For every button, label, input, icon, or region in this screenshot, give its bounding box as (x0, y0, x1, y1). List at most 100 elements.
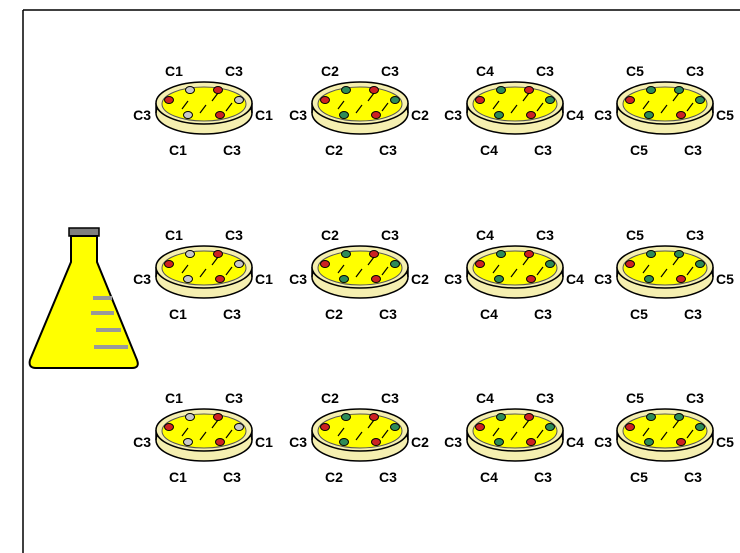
label-bottom-left: C5 (630, 306, 648, 322)
label-right: C1 (255, 107, 273, 123)
colony-spot (372, 112, 381, 119)
agar-surface (318, 414, 402, 448)
label-bottom-right: C3 (379, 469, 397, 485)
label-bottom-left: C2 (325, 469, 343, 485)
colony-spot (675, 87, 684, 94)
label-bottom-left: C4 (480, 306, 498, 322)
colony-spot (476, 261, 485, 268)
colony-spot (340, 439, 349, 446)
label-top-right: C3 (536, 63, 554, 79)
colony-spot (165, 97, 174, 104)
colony-spot (370, 414, 379, 421)
label-bottom-right: C3 (684, 306, 702, 322)
colony-spot (372, 276, 381, 283)
label-top-left: C5 (626, 227, 644, 243)
erlenmeyer-flask-icon (30, 228, 138, 368)
label-top-right: C3 (381, 227, 399, 243)
colony-spot (647, 414, 656, 421)
agar-surface (162, 87, 246, 121)
label-top-left: C1 (165, 227, 183, 243)
label-right: C2 (411, 107, 429, 123)
colony-spot (527, 439, 536, 446)
label-left: C3 (444, 434, 462, 450)
colony-spot (626, 424, 635, 431)
agar-surface (473, 87, 557, 121)
colony-spot (214, 251, 223, 258)
colony-spot (342, 414, 351, 421)
colony-spot (165, 424, 174, 431)
colony-spot (525, 251, 534, 258)
label-top-left: C5 (626, 63, 644, 79)
label-bottom-right: C3 (223, 142, 241, 158)
label-top-right: C3 (381, 63, 399, 79)
label-top-left: C2 (321, 390, 339, 406)
label-top-left: C2 (321, 227, 339, 243)
colony-spot (214, 414, 223, 421)
label-top-left: C1 (165, 390, 183, 406)
label-top-right: C3 (381, 390, 399, 406)
colony-spot (216, 112, 225, 119)
agar-surface (623, 87, 707, 121)
colony-spot (645, 112, 654, 119)
label-bottom-right: C3 (379, 306, 397, 322)
label-left: C3 (289, 107, 307, 123)
colony-spot (677, 439, 686, 446)
colony-spot (495, 276, 504, 283)
colony-spot (372, 439, 381, 446)
label-left: C3 (133, 434, 151, 450)
label-bottom-left: C5 (630, 469, 648, 485)
colony-spot (696, 424, 705, 431)
colony-spot (165, 261, 174, 268)
label-bottom-left: C1 (169, 306, 187, 322)
petri-dish-icon: C4C3C3C4C4C3 (444, 63, 584, 158)
agar-surface (162, 414, 246, 448)
label-bottom-left: C2 (325, 306, 343, 322)
colony-spot (546, 424, 555, 431)
colony-spot (525, 414, 534, 421)
label-top-right: C3 (686, 63, 704, 79)
colony-spot (186, 251, 195, 258)
colony-spot (235, 424, 244, 431)
label-left: C3 (289, 271, 307, 287)
colony-spot (391, 261, 400, 268)
label-top-right: C3 (686, 390, 704, 406)
colony-spot (391, 97, 400, 104)
colony-spot (342, 251, 351, 258)
petri-dish-icon: C5C3C3C5C5C3 (594, 390, 734, 485)
colony-spot (214, 87, 223, 94)
petri-dish-icon: C2C3C3C2C2C3 (289, 390, 429, 485)
agar-surface (473, 251, 557, 285)
colony-spot (497, 251, 506, 258)
label-right: C5 (716, 271, 734, 287)
colony-spot (235, 261, 244, 268)
label-left: C3 (444, 271, 462, 287)
agar-surface (473, 414, 557, 448)
label-top-right: C3 (225, 390, 243, 406)
colony-spot (497, 414, 506, 421)
colony-spot (342, 87, 351, 94)
label-top-left: C2 (321, 63, 339, 79)
dish-grid: C1C3C3C1C1C3C2C3C3C2C2C3C4C3C3C4C4C3C5C3… (133, 63, 734, 485)
colony-spot (216, 439, 225, 446)
colony-spot (340, 276, 349, 283)
label-top-right: C3 (686, 227, 704, 243)
label-top-left: C1 (165, 63, 183, 79)
label-right: C2 (411, 271, 429, 287)
colony-spot (696, 97, 705, 104)
colony-spot (626, 261, 635, 268)
label-left: C3 (133, 107, 151, 123)
colony-spot (647, 87, 656, 94)
label-left: C3 (133, 271, 151, 287)
agar-surface (318, 87, 402, 121)
label-bottom-left: C2 (325, 142, 343, 158)
colony-spot (675, 251, 684, 258)
label-left: C3 (594, 271, 612, 287)
label-top-left: C4 (476, 227, 494, 243)
label-bottom-right: C3 (534, 469, 552, 485)
colony-spot (476, 97, 485, 104)
colony-spot (186, 87, 195, 94)
